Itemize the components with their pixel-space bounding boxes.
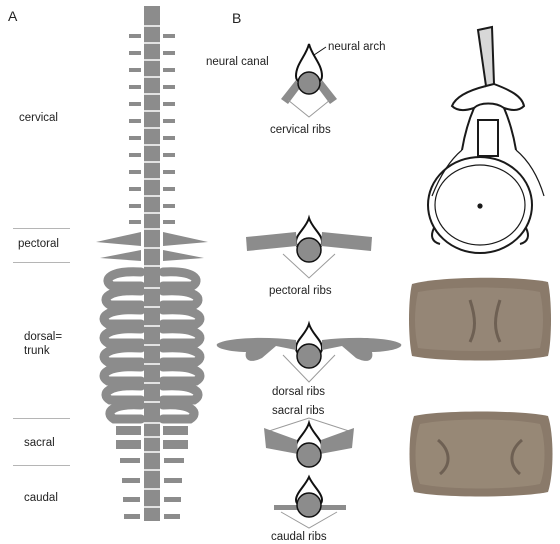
cervical-cross-section xyxy=(281,44,337,117)
fossil-photo-sacral xyxy=(410,412,553,497)
sacral-cross-section xyxy=(264,418,354,467)
pectoral-ribs-label: pectoral ribs xyxy=(269,285,332,298)
neural-arch-label: neural arch xyxy=(328,41,386,54)
fossil-photo-dorsal xyxy=(409,278,551,361)
dorsal-cross-section xyxy=(217,324,402,382)
vertebra-anterior-drawing xyxy=(428,27,544,253)
sacral-ribs-label: sacral ribs xyxy=(272,405,324,418)
cervical-ribs-label: cervical ribs xyxy=(270,124,331,137)
vertebral-column xyxy=(96,6,208,521)
dorsal-ribs-label: dorsal ribs xyxy=(272,386,325,399)
pectoral-cross-section xyxy=(246,218,372,278)
caudal-ribs-label: caudal ribs xyxy=(271,531,327,544)
centra-column xyxy=(144,6,160,521)
caudal-cross-section xyxy=(274,477,346,528)
neural-canal-label: neural canal xyxy=(206,56,269,69)
